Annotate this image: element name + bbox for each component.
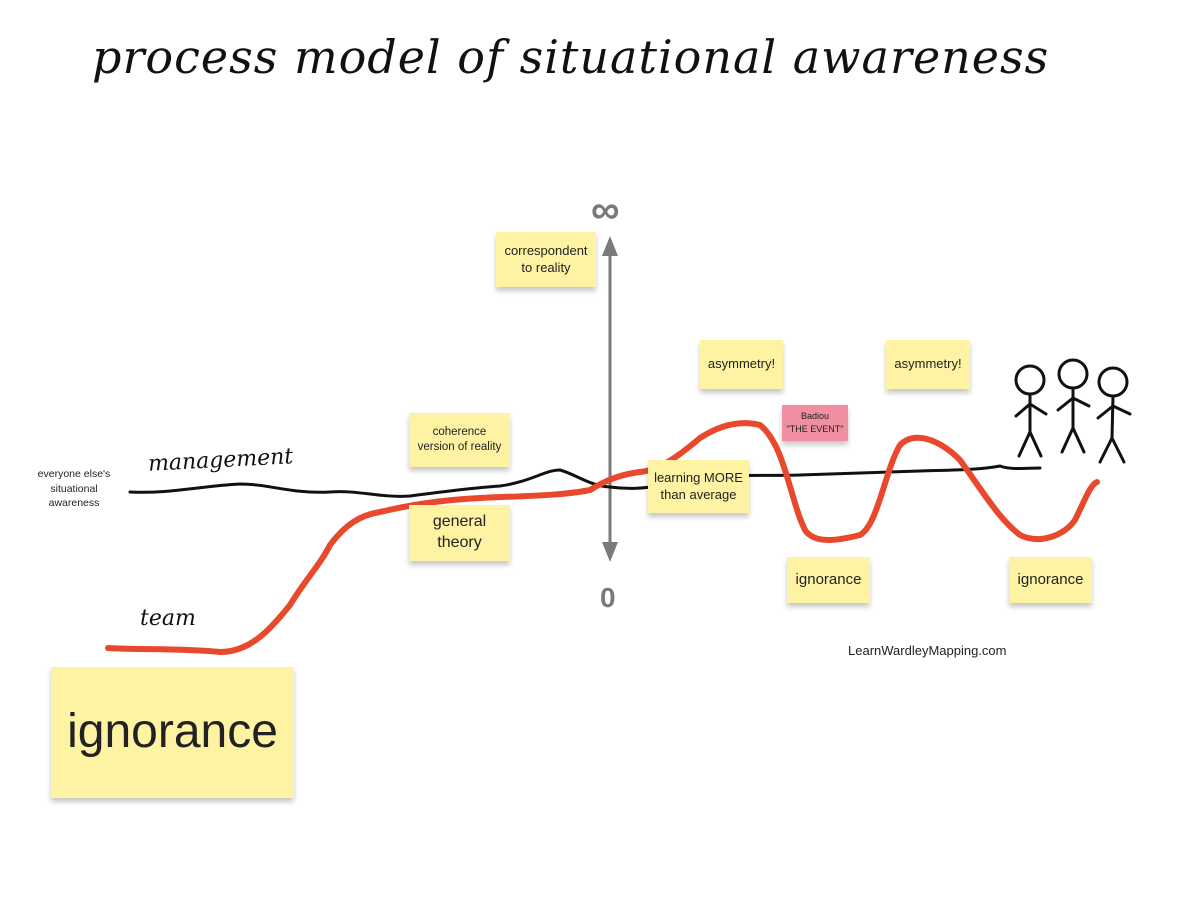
team-label: team bbox=[140, 606, 196, 631]
management-line bbox=[128, 464, 1042, 498]
axis-zero-label: 0 bbox=[600, 582, 616, 613]
sticky-ignorance-main: ignorance bbox=[51, 667, 294, 798]
stick-figure-icon bbox=[1014, 364, 1048, 458]
team-line bbox=[105, 420, 1100, 655]
sticky-ignorance-2: ignorance bbox=[1009, 557, 1092, 603]
sticky-asymmetry-2: asymmetry! bbox=[886, 340, 970, 389]
everyone-else-note: everyone else's situational awareness bbox=[37, 468, 111, 510]
axis-infinity-label: ∞ bbox=[591, 188, 620, 232]
stick-figure-icon bbox=[1096, 366, 1132, 464]
sticky-correspondent: correspondent to reality bbox=[496, 232, 596, 287]
sticky-coherence: coherence version of reality bbox=[409, 413, 510, 467]
stick-figure-icon bbox=[1056, 358, 1091, 454]
vertical-axis bbox=[602, 236, 618, 562]
sticky-ignorance-1: ignorance bbox=[787, 557, 870, 603]
sticky-general-theory: general theory bbox=[409, 505, 510, 561]
diagram-title: process model of situational awareness bbox=[92, 30, 1050, 84]
footer-credit: LearnWardleyMapping.com bbox=[848, 643, 1007, 658]
sticky-learning-more: learning MORE than average bbox=[648, 460, 749, 513]
sticky-badiou-event: Badiou "THE EVENT" bbox=[782, 405, 848, 441]
sticky-asymmetry-1: asymmetry! bbox=[700, 340, 783, 389]
